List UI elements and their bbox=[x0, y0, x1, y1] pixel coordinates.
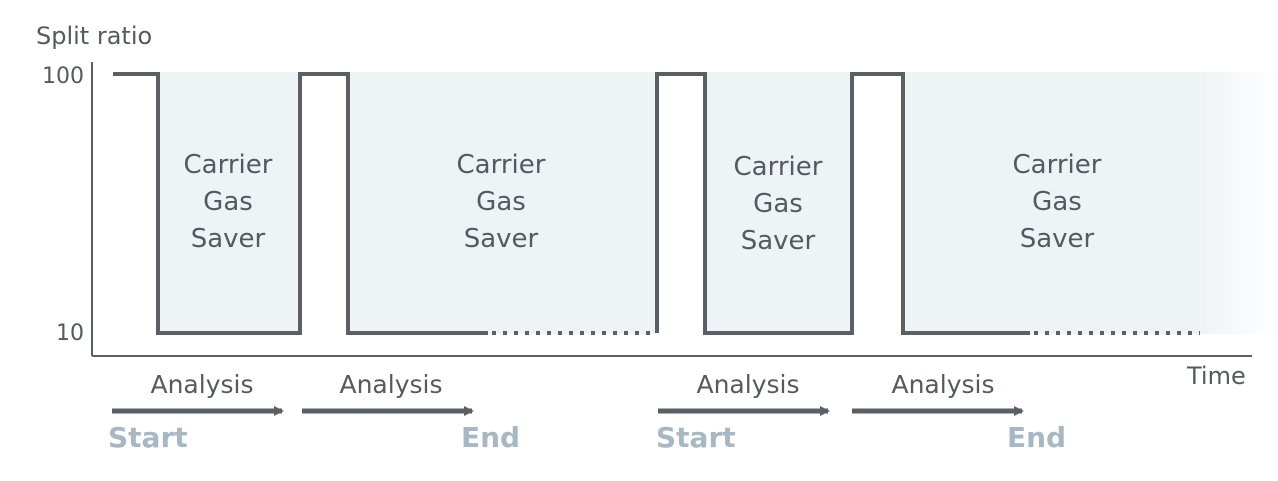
start-label-1: Start bbox=[108, 421, 188, 454]
y-tick-10: 10 bbox=[56, 321, 84, 346]
svg-text:Gas: Gas bbox=[753, 189, 803, 219]
svg-text:Gas: Gas bbox=[203, 187, 253, 217]
svg-text:Gas: Gas bbox=[1032, 187, 1082, 217]
svg-text:Carrier: Carrier bbox=[457, 150, 546, 180]
svg-text:Saver: Saver bbox=[191, 224, 266, 254]
svg-text:Carrier: Carrier bbox=[734, 152, 823, 182]
y-tick-100: 100 bbox=[42, 64, 84, 89]
start-label-2: Start bbox=[656, 421, 736, 454]
end-label-2: End bbox=[1007, 421, 1066, 454]
split-ratio-trace-1 bbox=[113, 72, 488, 335]
split-ratio-trace-2 bbox=[655, 72, 1030, 335]
svg-text:Carrier: Carrier bbox=[1013, 150, 1102, 180]
region-label-1: Carrier Gas Saver bbox=[184, 150, 273, 254]
region-label-4: Carrier Gas Saver bbox=[1013, 150, 1102, 254]
saver-region-2 bbox=[348, 72, 657, 334]
svg-text:Carrier: Carrier bbox=[184, 150, 273, 180]
analysis-label-3: Analysis bbox=[696, 370, 799, 399]
svg-text:Saver: Saver bbox=[1020, 224, 1095, 254]
region-label-3: Carrier Gas Saver bbox=[734, 152, 823, 256]
saver-region-4 bbox=[903, 72, 1278, 334]
end-label-1: End bbox=[461, 421, 520, 454]
svg-text:Gas: Gas bbox=[476, 187, 526, 217]
analysis-label-4: Analysis bbox=[891, 370, 994, 399]
x-axis-label: Time bbox=[1186, 362, 1246, 390]
y-axis-label: Split ratio bbox=[36, 22, 152, 50]
saver-region-1 bbox=[158, 72, 300, 334]
analysis-label-2: Analysis bbox=[339, 370, 442, 399]
svg-text:Saver: Saver bbox=[741, 226, 816, 256]
saver-region-3 bbox=[705, 72, 852, 334]
region-label-2: Carrier Gas Saver bbox=[457, 150, 546, 254]
svg-text:Saver: Saver bbox=[464, 224, 539, 254]
analysis-label-1: Analysis bbox=[150, 370, 253, 399]
